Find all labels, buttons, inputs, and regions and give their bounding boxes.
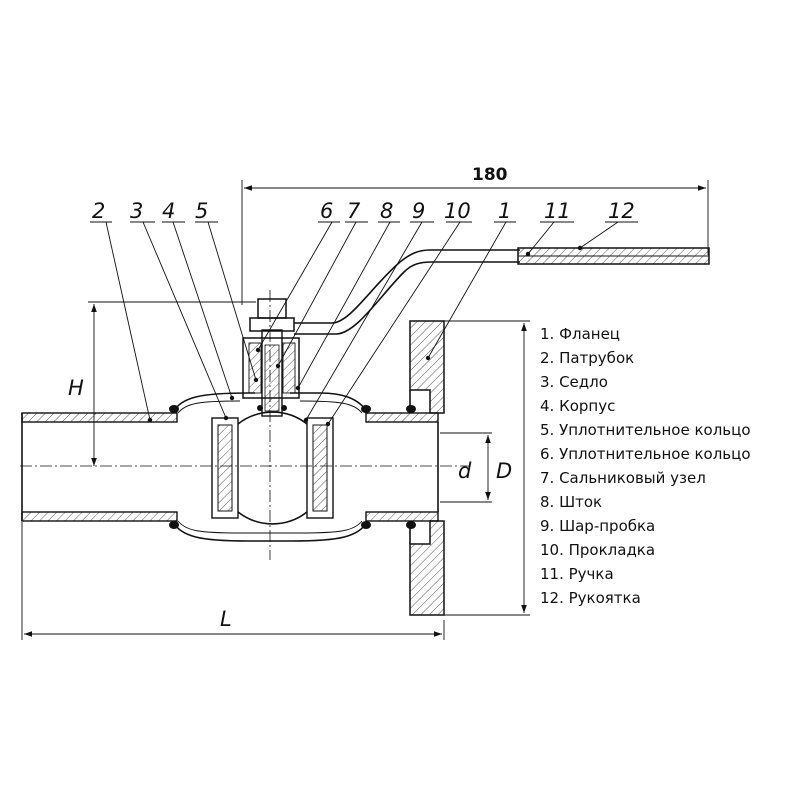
- legend-item-4: 4. Корпус: [540, 397, 615, 415]
- legend-item-3: 3. Седло: [540, 373, 608, 391]
- dimension-180: 180: [241, 165, 709, 305]
- leader-lines: [90, 221, 638, 427]
- right-pipe: [365, 412, 439, 522]
- left-pipe: [21, 412, 178, 522]
- dimension-d-inner-label: d: [458, 459, 472, 483]
- dimension-l-label: L: [220, 607, 232, 631]
- callout-10: 10: [444, 199, 471, 223]
- callout-7: 7: [347, 199, 361, 223]
- ball-plug: [237, 411, 308, 525]
- callout-1: 1: [498, 199, 511, 223]
- callout-9: 9: [412, 199, 425, 223]
- legend-item-11: 11. Ручка: [540, 565, 614, 583]
- stem-assembly: [242, 298, 300, 417]
- callout-12: 12: [608, 199, 635, 223]
- dimension-h: H: [68, 301, 256, 466]
- callout-3: 3: [130, 199, 143, 223]
- callout-4: 4: [162, 199, 175, 223]
- parts-legend: 1. Фланец 2. Патрубок 3. Седло 4. Корпус…: [540, 325, 751, 607]
- dimension-l: L: [21, 522, 445, 640]
- dimension-d-outer: D: [444, 320, 530, 616]
- legend-item-5: 5. Уплотнительное кольцо: [540, 421, 751, 439]
- dimension-d-inner: d: [440, 432, 492, 503]
- callout-8: 8: [380, 199, 393, 223]
- legend-item-8: 8. Шток: [540, 493, 602, 511]
- dimension-d-outer-label: D: [496, 459, 512, 483]
- valve-body: [169, 392, 416, 542]
- legend-item-6: 6. Уплотнительное кольцо: [540, 445, 751, 463]
- legend-item-2: 2. Патрубок: [540, 349, 634, 367]
- callout-6: 6: [320, 199, 333, 223]
- callout-2: 2: [92, 199, 105, 223]
- callout-numbers: 2 3 4 5 6 7 8 9 10 1 11 12: [92, 199, 635, 223]
- legend-item-9: 9. Шар-пробка: [540, 517, 655, 535]
- handle: [294, 247, 710, 335]
- dimension-180-label: 180: [472, 165, 508, 185]
- legend-item-1: 1. Фланец: [540, 325, 620, 343]
- flange: [409, 320, 445, 616]
- legend-item-7: 7. Сальниковый узел: [540, 469, 706, 487]
- seats: [211, 417, 334, 519]
- legend-item-10: 10. Прокладка: [540, 541, 655, 559]
- dimension-h-label: H: [68, 376, 84, 400]
- callout-5: 5: [195, 199, 208, 223]
- legend-item-12: 12. Рукоятка: [540, 589, 641, 607]
- callout-11: 11: [544, 199, 571, 223]
